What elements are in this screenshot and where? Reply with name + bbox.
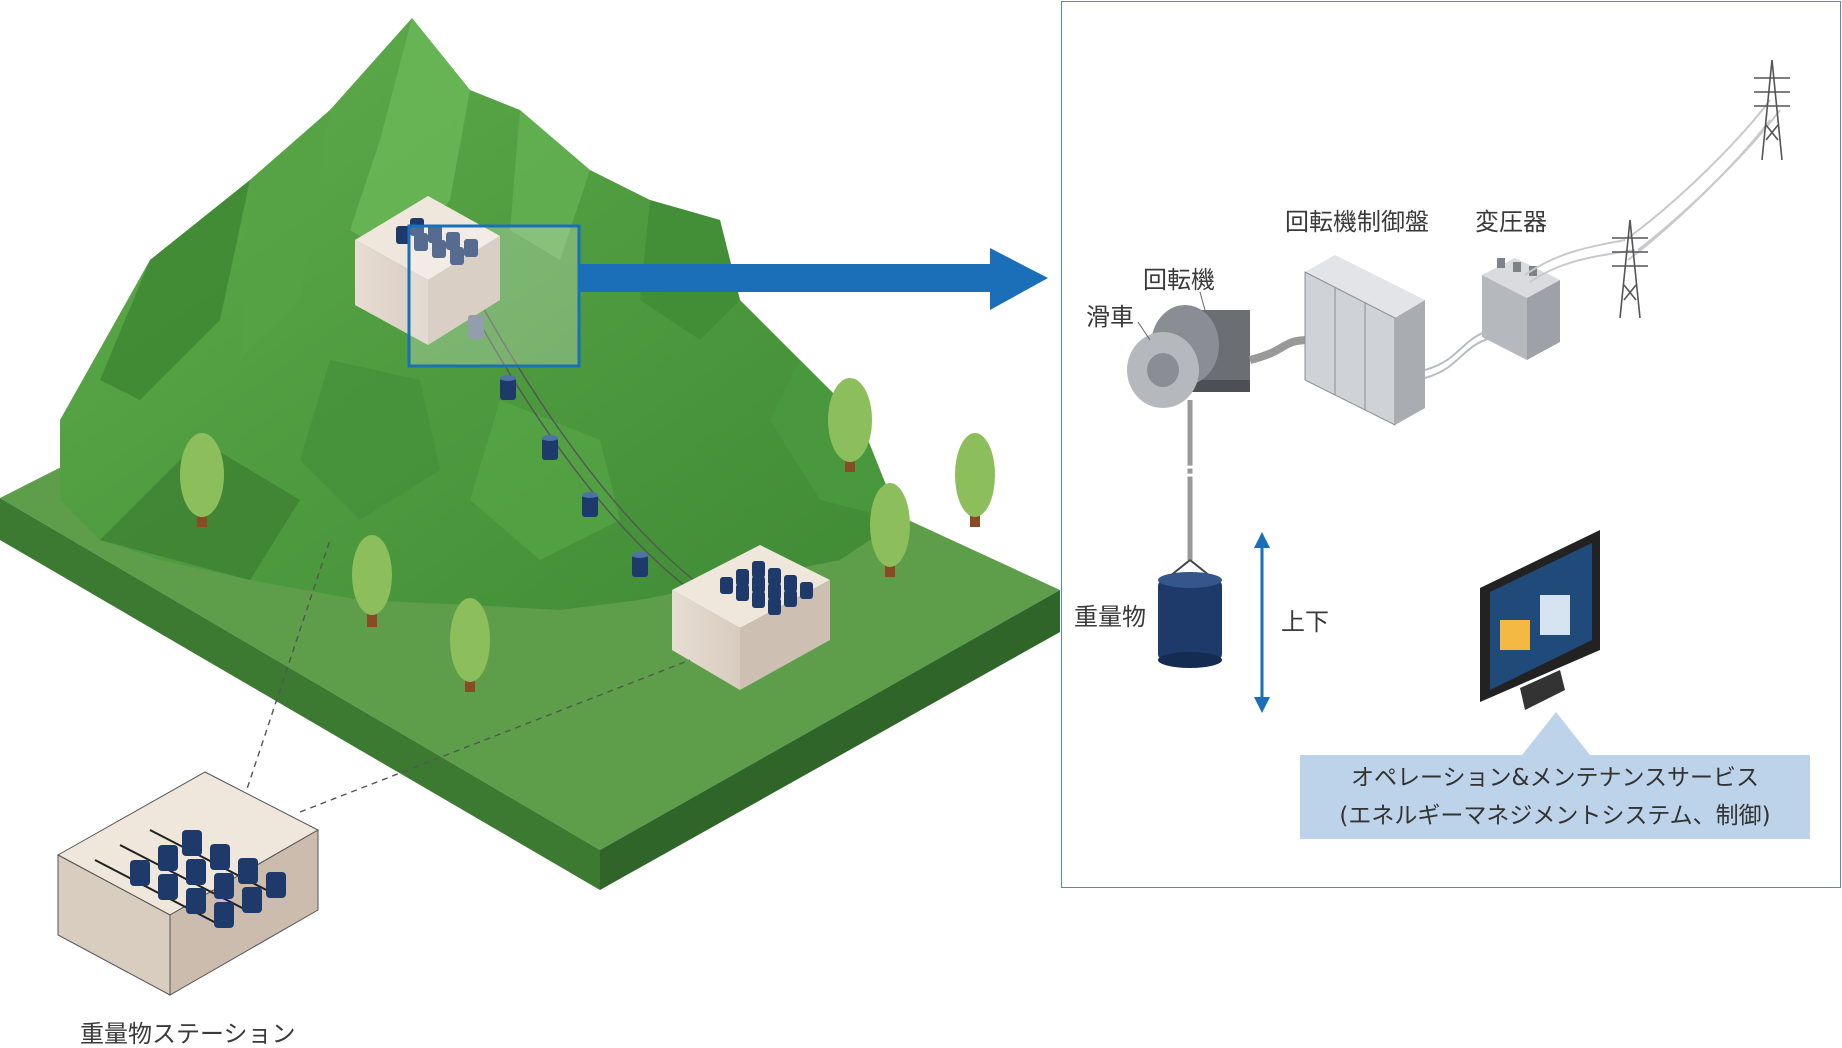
transformer-unit <box>1482 258 1560 360</box>
pulley-rope <box>1164 400 1216 581</box>
zoom-highlight-box <box>407 224 581 368</box>
service-callout-pointer <box>1522 712 1590 755</box>
station-leader-lines <box>229 539 691 841</box>
detail-panel-frame <box>1061 1 1841 888</box>
station-label: 重量物ステーション <box>80 1020 296 1048</box>
weight-label: 重量物 <box>1074 603 1146 631</box>
transformer-label: 変圧器 <box>1475 208 1547 236</box>
pylon-far <box>1754 59 1790 161</box>
pulley-label: 滑車 <box>1086 303 1134 331</box>
pylon-near <box>1612 219 1648 319</box>
station-detail-box <box>56 771 320 996</box>
ems-monitor <box>1480 530 1600 710</box>
service-callout: オペレーション&メンテナンスサービス (エネルギーマネジメントシステム、制御) <box>1300 755 1810 839</box>
trees <box>180 378 995 692</box>
panel-cables <box>1424 329 1491 379</box>
rotator-cable <box>1249 336 1311 364</box>
zoom-arrow <box>579 248 1048 310</box>
control-panel-cabinet <box>1304 255 1425 426</box>
suspended-weight <box>1158 572 1222 668</box>
power-lines <box>1524 99 1781 283</box>
rotator-machine <box>1127 305 1250 408</box>
up-down-label: 上下 <box>1281 608 1329 636</box>
lower-station <box>672 545 830 690</box>
service-line-1: オペレーション&メンテナンスサービス <box>1350 765 1759 791</box>
upper-station <box>355 196 500 345</box>
up-down-arrow <box>1254 532 1270 713</box>
service-line-2: (エネルギーマネジメントシステム、制御) <box>1339 803 1771 829</box>
label-leaders <box>1137 291 1206 341</box>
rotator-label: 回転機 <box>1143 266 1215 294</box>
control-panel-label: 回転機制御盤 <box>1285 208 1429 236</box>
moving-weights <box>500 375 648 577</box>
